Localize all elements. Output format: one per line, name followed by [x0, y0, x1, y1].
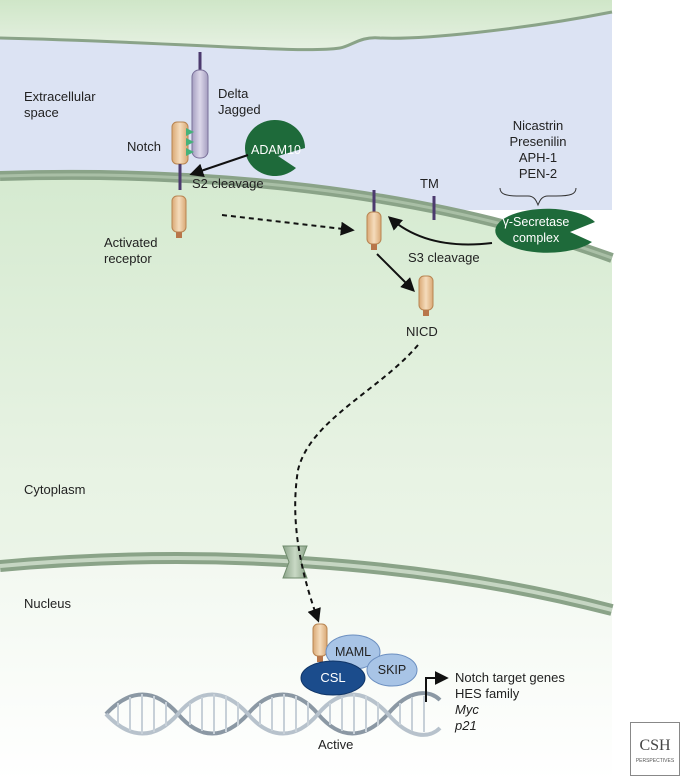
s3-arrow: [387, 216, 493, 246]
adam10-enzyme: [244, 120, 305, 177]
nucleus-label: Nucleus: [24, 596, 71, 611]
maml-label: MAML: [334, 645, 372, 659]
csl-label: CSL: [320, 670, 346, 685]
skip-label: SKIP: [377, 663, 407, 677]
tm-cleaved-receptor: [366, 211, 382, 245]
translocation-arrow: [221, 214, 355, 236]
activated-receptor: [171, 195, 187, 233]
dna-helix: [104, 691, 442, 737]
nuclear-pore: [282, 545, 308, 579]
delta-jagged-ligand: [191, 69, 209, 159]
nicd-release-arrow: [376, 253, 415, 292]
gamma-secretase-enzyme: [495, 208, 595, 253]
adam10-label: ADAM10: [250, 143, 302, 157]
notch-receptor: [171, 121, 189, 165]
nicd-label: NICD: [406, 324, 438, 339]
transcription-arrow: [425, 671, 449, 702]
s2-cleavage-label: S2 cleavage: [192, 176, 264, 191]
nicd-fragment: [418, 275, 434, 311]
nuclear-translocation-arrow: [294, 344, 419, 623]
tm-label: TM: [420, 176, 439, 191]
nicd-in-nucleus: [312, 623, 328, 657]
csl-protein: [300, 660, 366, 696]
gamma-components-label: Nicastrin Presenilin APH-1 PEN-2: [509, 118, 567, 181]
skip-protein: [366, 653, 418, 687]
active-label: Active: [318, 737, 354, 752]
adjacent-cell: [0, 0, 612, 50]
csh-perspectives-logo: CSH PERSPECTIVES: [630, 722, 680, 776]
cytoplasm-label: Cytoplasm: [24, 482, 86, 497]
s3-cleavage-label: S3 cleavage: [408, 250, 480, 265]
adam10-arrow: [189, 154, 249, 178]
notch-label: Notch: [127, 139, 161, 154]
target-genes-label: Notch target genes HES family Myc p21: [455, 670, 565, 733]
component-brace: [499, 187, 577, 207]
